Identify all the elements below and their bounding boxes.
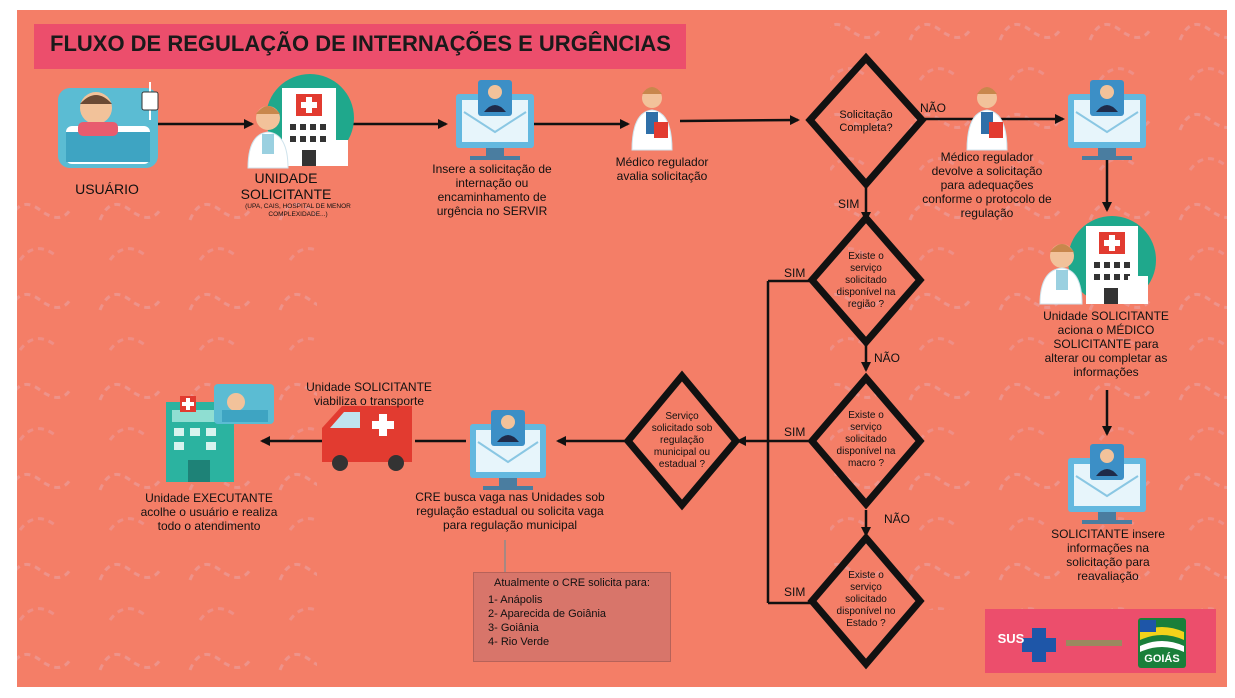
title-banner (34, 24, 686, 69)
goias-logo-text: GOIÁS (1144, 653, 1180, 665)
label-transporte: Unidade SOLICITANTE viabiliza o transpor… (306, 380, 432, 408)
label-executante: Unidade EXECUTANTE acolhe o usuário e re… (140, 491, 278, 533)
edge-label-sim-regiao: SIM (784, 266, 806, 280)
edge-label-nao-regiao: NÃO (874, 351, 901, 365)
decision-regiao (807, 212, 925, 348)
decision-regulacao-label: Serviço solicitado sob regulação municip… (651, 411, 713, 470)
label-medico-avalia: Médico regulador avalia solicitação (615, 155, 709, 183)
label-medico-devolve: Médico regulador devolve a solicitação p… (922, 150, 1052, 220)
edge-label-nao-macro: NÃO (884, 512, 911, 526)
decision-regulacao (623, 370, 741, 511)
computer-user-icon (470, 410, 546, 490)
doctor-icon (966, 87, 1008, 151)
edge-label-sim-completa: SIM (838, 197, 860, 211)
label-unidade-solicitante: UNIDADE SOLICITANTE (240, 170, 332, 202)
label-insere: Insere a solicitação de internação ou en… (432, 162, 552, 218)
edge-label-sim-estado: SIM (784, 585, 806, 599)
hospital-executante-icon (166, 384, 274, 482)
sus-logo-text: SUS (997, 631, 1025, 646)
label-solicitante-insere: SOLICITANTE insere informações na solici… (1051, 527, 1165, 583)
decision-macro-label: Existe o serviço solicitado disponível n… (836, 410, 896, 469)
cre-note-title: Atualmente o CRE solicita para: (494, 577, 650, 589)
decision-regiao-label: Existe o serviço solicitado disponível n… (836, 251, 896, 310)
edge-medico-completa (679, 115, 800, 126)
hospital-doctor-icon (1039, 216, 1156, 305)
decision-diamonds (623, 52, 927, 670)
sus-logo (1022, 628, 1056, 662)
cre-note-box: Atualmente o CRE solicita para: 1- Anápo… (473, 572, 671, 662)
label-cre-busca: CRE busca vaga nas Unidades sob regulaçã… (415, 490, 605, 532)
goias-logo (1138, 618, 1186, 668)
patient-bed-icon (58, 82, 159, 168)
edge-label-nao-completa: NÃO (920, 101, 947, 115)
label-unidade-aciona: Unidade SOLICITANTE aciona o MÉDICO SOLI… (1043, 309, 1169, 379)
label-unidade-solicitante-sub: (UPA, CAIS, HOSPITAL DE MENOR COMPLEXIDA… (245, 203, 351, 218)
cre-note-list: 1- Anápolis 2- Aparecida de Goiânia 3- G… (488, 593, 606, 649)
edge-label-sim-macro: SIM (784, 425, 806, 439)
hospital-doctor-icon (247, 74, 354, 169)
computer-user-icon (456, 80, 534, 160)
cre-note-item: 4- Rio Verde (488, 636, 550, 648)
computer-user-icon (1068, 80, 1146, 160)
label-usuario: USUÁRIO (75, 181, 139, 197)
cre-note-item: 2- Aparecida de Goiânia (488, 608, 607, 620)
cre-note-item: 1- Anápolis (488, 594, 543, 606)
decision-estado (807, 532, 925, 670)
computer-user-icon (1068, 444, 1146, 524)
decision-completa (805, 52, 927, 190)
decision-completa-label: Solicitação Completa? (839, 109, 893, 134)
ambulance-icon (322, 406, 412, 471)
doctor-icon (631, 87, 673, 151)
decision-estado-label: Existe o serviço solicitado disponível n… (836, 570, 896, 629)
cre-note-item: 3- Goiânia (488, 622, 539, 634)
decision-macro (807, 372, 925, 510)
page-title: FLUXO DE REGULAÇÃO DE INTERNAÇÕES E URGÊ… (50, 31, 671, 56)
logos-panel (985, 609, 1216, 673)
